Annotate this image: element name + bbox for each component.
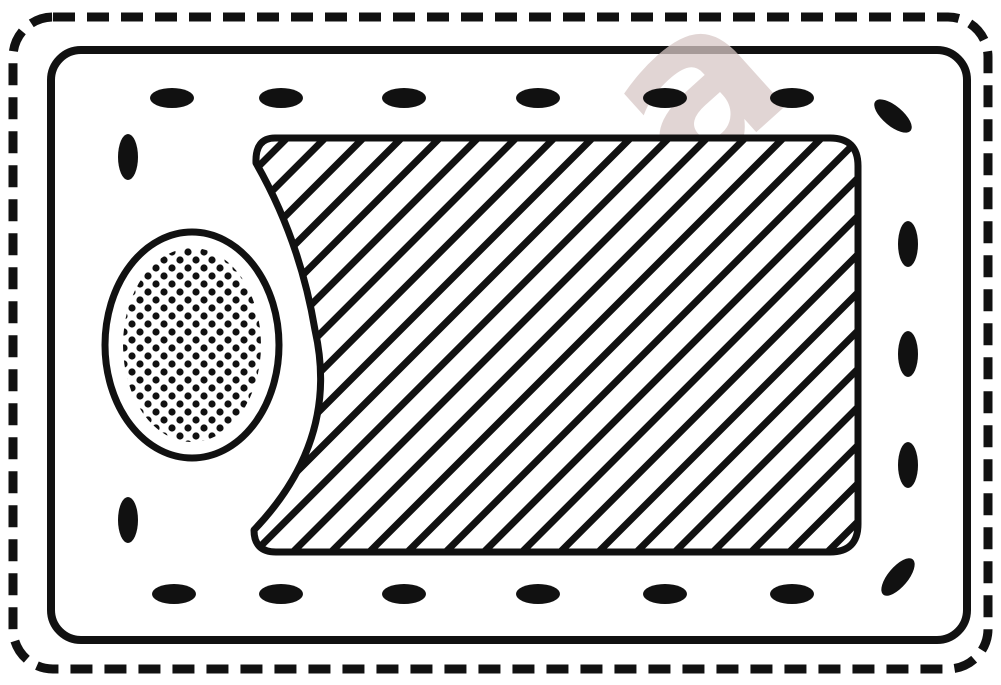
- dotted-oval-fill: [123, 248, 261, 442]
- bottom-mark: [152, 584, 196, 604]
- right-mark: [898, 442, 918, 488]
- bottom-marks: [152, 553, 920, 604]
- top-mark: [516, 88, 560, 108]
- left-mark: [118, 497, 138, 543]
- right-mark: [898, 221, 918, 267]
- corner-mark: [876, 553, 921, 601]
- bottom-mark: [643, 584, 687, 604]
- bottom-mark: [770, 584, 814, 604]
- top-mark: [643, 88, 687, 108]
- bottom-mark: [259, 584, 303, 604]
- right-marks: [898, 221, 918, 488]
- bottom-mark: [382, 584, 426, 604]
- striped-panel: [254, 138, 858, 552]
- top-mark: [382, 88, 426, 108]
- left-mark: [118, 134, 138, 180]
- top-mark: [259, 88, 303, 108]
- corner-mark: [869, 94, 917, 139]
- top-mark: [150, 88, 194, 108]
- top-mark: [770, 88, 814, 108]
- right-mark: [898, 331, 918, 377]
- bottom-mark: [516, 584, 560, 604]
